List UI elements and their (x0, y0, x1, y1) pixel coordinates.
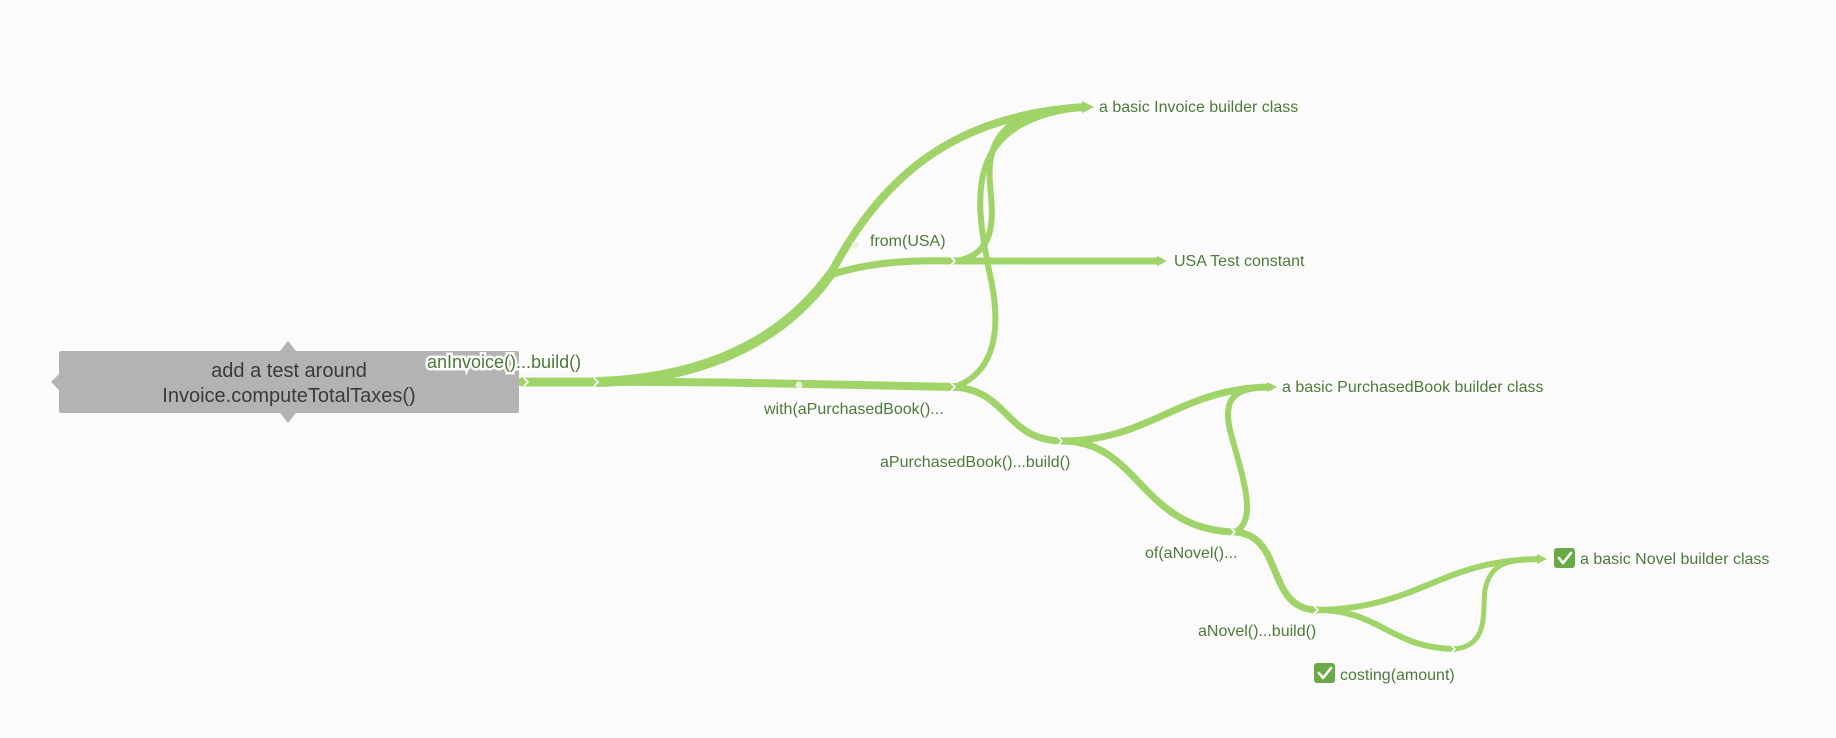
edge-to-purchased-book-builder (1058, 383, 1274, 445)
arrowhead-pb-builder (1267, 382, 1277, 392)
chevron-root (523, 377, 530, 387)
root-label-line1: add a test around (211, 360, 367, 382)
edge-to-invoice-builder-a (826, 103, 1089, 279)
edge-to-a-novel (1231, 528, 1322, 614)
node-novel-builder-group[interactable]: a basic Novel builder class (1554, 548, 1769, 568)
checkbox-checked-icon[interactable] (1314, 663, 1335, 683)
arrowhead-usa-constant (1157, 256, 1167, 266)
node-purchased-book-builder[interactable]: a basic PurchasedBook builder class (1282, 379, 1543, 396)
node-invoice-builder[interactable]: a basic Invoice builder class (1099, 99, 1298, 116)
edge-costing-to-novel-builder (1452, 556, 1543, 652)
edge-label-of-a-novel[interactable]: of(aNovel()... (1145, 545, 1237, 562)
checkbox-checked-icon[interactable] (1554, 548, 1575, 568)
edge-to-novel-builder (1315, 556, 1543, 613)
arrowhead-invoice-builder (1082, 101, 1094, 113)
edge-dot-from-usa (851, 241, 859, 249)
edge-with-to-invoice-builder (952, 104, 1088, 390)
edge-from-usa-branch (593, 270, 835, 387)
node-novel-builder[interactable]: a basic Novel builder class (1580, 551, 1769, 568)
chevron-trunk (593, 377, 600, 387)
edges (517, 103, 1543, 652)
root-notch-top (280, 341, 296, 351)
root-notch-left (51, 374, 59, 390)
edge-label-with-purchased-book[interactable]: with(aPurchasedBook()... (763, 401, 944, 418)
chevron-usa (950, 256, 957, 266)
node-usa-constant[interactable]: USA Test constant (1174, 253, 1305, 270)
root-box[interactable] (59, 351, 519, 413)
chevron-a-novel (1313, 605, 1320, 615)
chevron-costing (1450, 644, 1457, 654)
node-costing-amount[interactable]: costing(amount) (1340, 667, 1455, 684)
node-costing-group[interactable]: costing(amount) (1314, 663, 1455, 684)
root-label-line2: Invoice.computeTotalTaxes() (162, 385, 415, 407)
chevron-of-novel (1230, 527, 1237, 537)
root-notch-bottom (280, 413, 296, 423)
edge-label-a-purchased-book-build[interactable]: aPurchasedBook()...build() (880, 454, 1070, 471)
arrowheads (1082, 101, 1547, 564)
arrowhead-novel-builder (1537, 554, 1547, 564)
edge-dot-with (795, 381, 803, 389)
edge-to-usa-intermediate (826, 257, 959, 279)
chevron-purchased (1057, 436, 1064, 446)
junction-chevrons (523, 256, 1457, 654)
edge-with-purchased-book (594, 377, 959, 391)
chevron-with (950, 382, 957, 392)
edge-to-costing (1315, 607, 1458, 652)
edge-with-to-purchased-book (951, 383, 1066, 445)
edge-of-novel-to-pb-builder (1225, 384, 1273, 535)
edge-to-of-novel (1058, 437, 1239, 536)
edge-label-a-novel-build[interactable]: aNovel()...build() (1198, 623, 1316, 640)
root-node[interactable]: add a test around Invoice.computeTotalTa… (51, 341, 519, 423)
root-edge-label[interactable]: anInvoice()...build() (425, 350, 584, 375)
edge-label-from-usa[interactable]: from(USA) (870, 233, 946, 250)
